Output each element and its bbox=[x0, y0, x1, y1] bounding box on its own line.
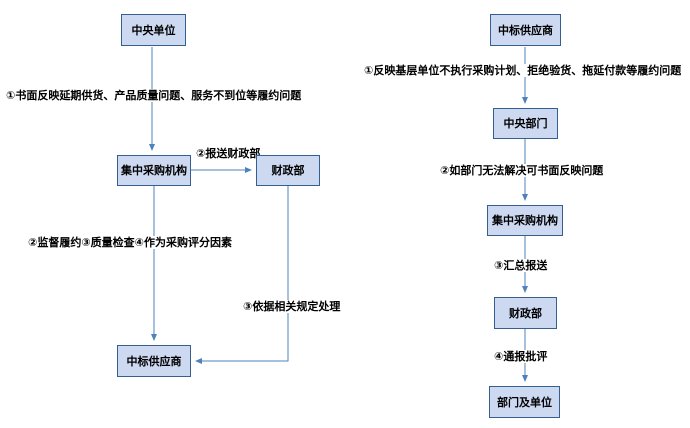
edge-label-circulate-criticism: ④通报批评 bbox=[494, 350, 548, 363]
edge-label-written-complaint: ①书面反映延期供货、产品质量问题、服务不到位等履约问题 bbox=[6, 89, 302, 102]
connector-finance-ministry-to-winning-supplier bbox=[195, 186, 289, 364]
edge-label-report-to-finance: ②报送财政部 bbox=[196, 147, 261, 160]
edge-label-supervision-steps: ②监督履约③质量检查④作为采购评分因素 bbox=[28, 236, 232, 249]
edge-label-grassroots-issues: ①反映基层单位不执行采购计划、拒绝验货、拖延付款等履约问题 bbox=[364, 64, 682, 77]
node-left-winning-supplier: 中标供应商 bbox=[117, 345, 191, 377]
node-right-winning-supplier: 中标供应商 bbox=[490, 14, 561, 46]
node-right-departments-units: 部门及单位 bbox=[489, 386, 560, 418]
node-left-procurement-agency: 集中采购机构 bbox=[117, 155, 191, 186]
node-right-finance-ministry: 财政部 bbox=[494, 297, 557, 329]
node-right-procurement-agency: 集中采购机构 bbox=[487, 205, 563, 236]
edge-label-written-if-unsolved: ②如部门无法解决可书面反映问题 bbox=[440, 164, 604, 177]
edge-label-handle-per-rules: ③依据相关规定处理 bbox=[243, 300, 341, 313]
edge-label-summarize-report: ③汇总报送 bbox=[494, 259, 548, 272]
node-left-finance-ministry: 财政部 bbox=[256, 155, 320, 186]
node-left-central-unit: 中央单位 bbox=[121, 14, 186, 46]
node-right-central-department: 中央部门 bbox=[493, 108, 558, 139]
